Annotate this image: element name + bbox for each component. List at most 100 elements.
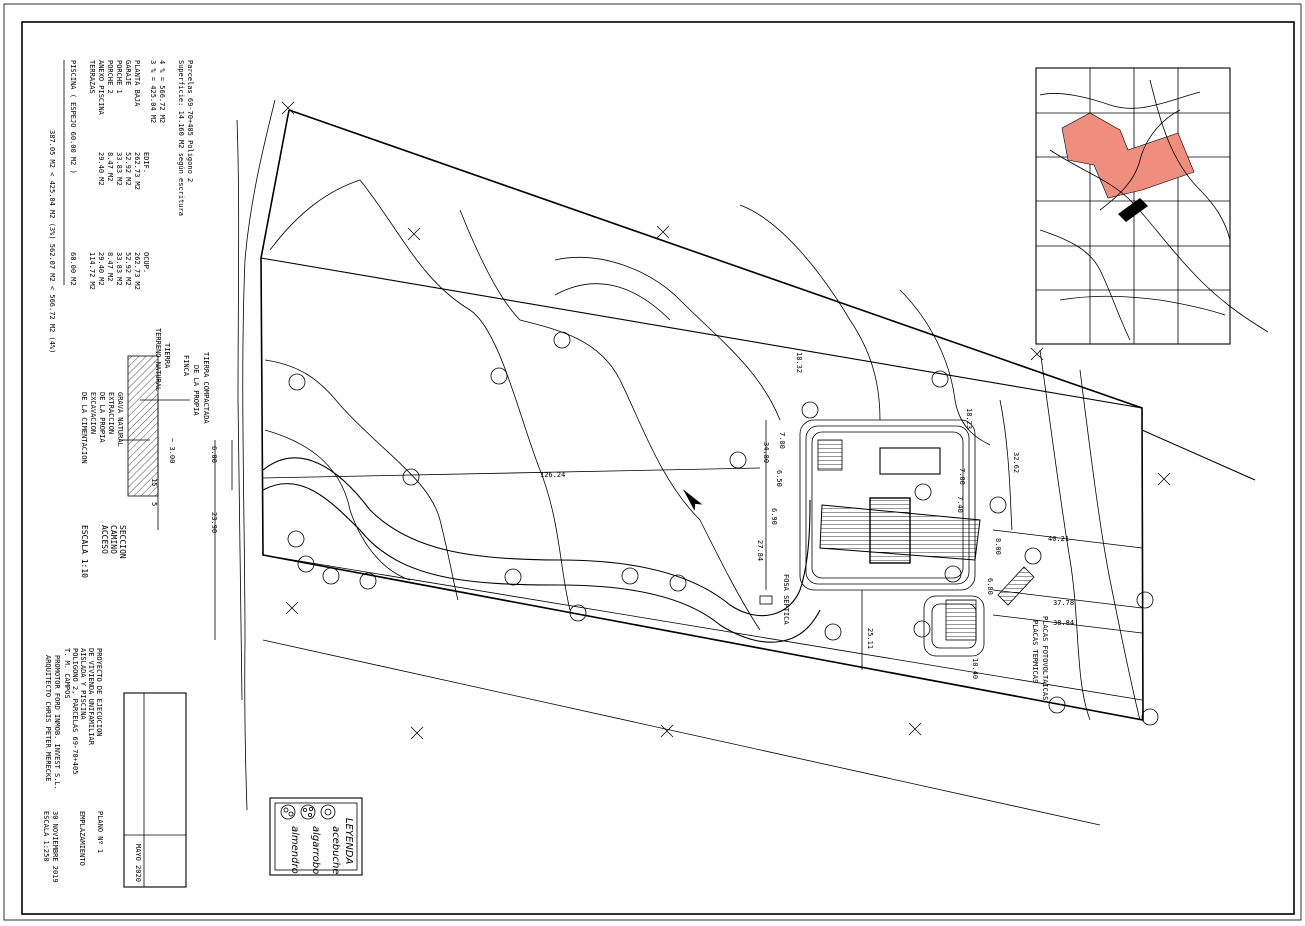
title-block: PROYECTO DE EJECUCION DE VIVIENDA UNIFAM… xyxy=(42,648,187,888)
algarrobo-symbol xyxy=(300,804,316,820)
svg-text:6.80: 6.80 xyxy=(986,578,994,595)
tree-icon xyxy=(1136,591,1154,609)
septic-tank xyxy=(759,595,773,605)
revision-date: MAYO 2020 xyxy=(134,844,142,882)
plot-boundary xyxy=(260,109,1144,721)
drawing-scale: ESCALA 1:250 xyxy=(42,811,50,862)
svg-text:27.84: 27.84 xyxy=(756,540,764,561)
svg-text:6.00: 6.00 xyxy=(210,446,218,463)
row-ocup: 8.47 M2 xyxy=(106,252,114,282)
main-house xyxy=(869,497,911,564)
tree-icon xyxy=(297,555,315,573)
svg-text:25.11: 25.11 xyxy=(866,628,874,649)
tree-icon xyxy=(569,604,587,622)
svg-text:CAMINO: CAMINO xyxy=(109,525,118,554)
survey-crosses xyxy=(281,101,1171,740)
svg-text:TIERRA: TIERRA xyxy=(163,343,171,369)
tree-icon xyxy=(1048,696,1066,714)
pv-label: PLACAS FOTOVOLTAICAS xyxy=(1041,616,1049,700)
svg-text:10.40: 10.40 xyxy=(971,658,979,679)
svg-text:DE VIVIENDA UNIFAMILIAR: DE VIVIENDA UNIFAMILIAR xyxy=(87,648,95,746)
legend: LEYENDA acebuche algarrobo almendro xyxy=(269,797,363,876)
plot-marker xyxy=(1118,198,1148,222)
svg-text:18.32: 18.32 xyxy=(795,352,803,373)
data-block: Parcelas 69-70+405 Poligono 2 Superficie… xyxy=(48,60,194,353)
row-ocup: 29.40 M2 xyxy=(97,252,105,286)
header-edif: EDIF. xyxy=(142,152,150,173)
svg-text:GRAVA NATURAL: GRAVA NATURAL xyxy=(116,392,124,447)
plano-name: EMPLAZAMIENTO xyxy=(78,811,86,866)
svg-text:T. M. CAMPOS: T. M. CAMPOS xyxy=(63,648,71,699)
highlighted-zone xyxy=(1061,112,1195,199)
row-edif: 33.83 M2 xyxy=(115,152,123,186)
row-name: PISCINA ( ESPEJO 60.00 M2 ) xyxy=(69,60,77,174)
svg-text:TIERRA COMPACTADA: TIERRA COMPACTADA xyxy=(202,352,210,424)
tree-icon xyxy=(914,483,932,501)
legend-title: LEYENDA xyxy=(343,818,354,864)
legend-item: acebuche xyxy=(330,826,341,874)
row-name: GARAJE xyxy=(124,60,132,85)
dim-label: 126.24 xyxy=(540,471,565,479)
north-arrow-icon xyxy=(683,489,703,511)
tree-icon xyxy=(490,367,508,385)
tree-icon xyxy=(504,568,522,586)
svg-text:~ 3.00: ~ 3.00 xyxy=(168,438,176,463)
svg-text:7.40: 7.40 xyxy=(956,496,964,513)
svg-text:34.80: 34.80 xyxy=(762,442,770,463)
section-detail: TIERRA COMPACTADA DE LA PROPIA FINCA TIE… xyxy=(80,328,210,578)
arquitecto: ARQUITECTO CHRIS PETER MERECKE xyxy=(44,655,52,781)
promotor: PROMOTOR FORD INMOB. INVEST S.L. xyxy=(53,655,61,790)
dim-label: 37.78 xyxy=(1053,599,1074,607)
pool xyxy=(879,447,941,475)
row-ocup: 262.73 M2 xyxy=(133,252,141,290)
row-edif: 8.47 M2 xyxy=(106,152,114,182)
row-ocup: 114.72 M2 xyxy=(88,252,96,290)
tree-icon xyxy=(931,370,949,388)
tree-icon xyxy=(553,331,571,349)
project-line: PROYECTO DE EJECUCION xyxy=(95,648,103,737)
tree-icon xyxy=(402,468,420,486)
area-summary: 387.05 M2 < 425.04 M2 (3%) 562.07 M2 < 5… xyxy=(48,130,56,353)
header-ocup: OCUP. xyxy=(142,252,150,273)
inner-boundary xyxy=(260,257,1143,409)
svg-text:23.90: 23.90 xyxy=(210,512,218,533)
tree-icon xyxy=(322,567,340,585)
section-fill xyxy=(127,355,159,497)
row-name: PLANTA BAJA xyxy=(133,60,141,107)
row-ocup: 60.00 M2 xyxy=(69,252,77,286)
inner-frame xyxy=(21,21,1295,915)
tree-icon xyxy=(989,496,1007,514)
svg-text:AISLADA Y PISCINA: AISLADA Y PISCINA xyxy=(79,648,87,720)
tree-icon xyxy=(1024,547,1042,565)
svg-text:18.23: 18.23 xyxy=(965,408,973,429)
tree-icon xyxy=(359,572,377,590)
svg-text:7.00: 7.00 xyxy=(778,432,786,449)
location-map xyxy=(1035,67,1269,345)
house-plan xyxy=(759,419,1035,657)
data-line-3: 4 % = 566.72 M2 xyxy=(158,60,166,123)
site-plan: 126.24 40.21 37.78 38.84 25.11 27.84 34.… xyxy=(210,99,1256,826)
drawing-date: 30 NOVIEMBRE 2019 xyxy=(51,811,59,883)
tree-icon xyxy=(801,401,819,419)
dimension-lines xyxy=(214,420,1143,670)
svg-text:ACCESO: ACCESO xyxy=(100,525,109,554)
svg-text:EXTRACCION: EXTRACCION xyxy=(107,392,115,434)
tree-icon xyxy=(913,620,931,638)
septic-label: FOSA SEPTICA xyxy=(782,574,790,625)
dim-label: 38.84 xyxy=(1053,619,1074,627)
svg-text:15: 15 xyxy=(150,478,158,486)
svg-text:5: 5 xyxy=(150,502,158,506)
row-edif: 29.40 M2 xyxy=(97,152,105,186)
plano-number: PLANO Nº 1 xyxy=(96,811,104,853)
dim-label: 40.21 xyxy=(1048,535,1069,543)
svg-text:DE LA PROPIA: DE LA PROPIA xyxy=(98,392,106,443)
svg-text:DE LA CIMENTACION: DE LA CIMENTACION xyxy=(80,392,88,464)
legend-item: almendro xyxy=(289,826,300,874)
data-line-4: 3 % = 425.04 M2 xyxy=(149,60,157,123)
section-caption: SECCION xyxy=(118,525,127,559)
row-ocup: 33.83 M2 xyxy=(115,252,123,286)
svg-text:6.90: 6.90 xyxy=(770,508,778,525)
svg-text:POLIGONO 2, PARCELAS 69-70+405: POLIGONO 2, PARCELAS 69-70+405 xyxy=(71,648,79,774)
area-rows: PLANTA BAJA 262.73 M2 262.73 M2 GARAJE 5… xyxy=(69,60,141,290)
